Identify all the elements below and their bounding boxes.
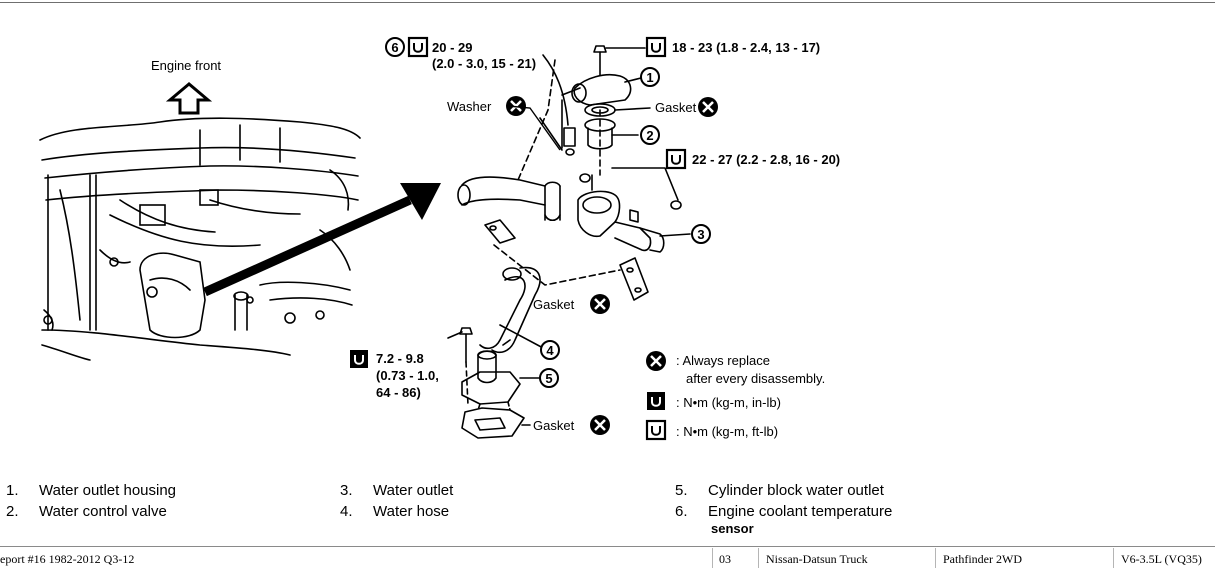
footer-section: 03 (719, 552, 731, 566)
legend-item-2: 2. Water control valve (6, 503, 167, 520)
callout-4: 4 (540, 340, 560, 360)
svg-text:3: 3 (697, 227, 704, 242)
torque-bolt-range-a: (0.73 - 1.0, (376, 368, 439, 383)
callout-6: 6 (385, 37, 405, 57)
gasket-top-replace-icon (698, 97, 718, 117)
pointer-arrow (203, 183, 441, 297)
torque-top-value: 18 - 23 (1.8 - 2.4, 13 - 17) (672, 40, 820, 55)
key-always-replace-b: after every disassembly. (686, 371, 825, 386)
legend-col-1: 1. Water outlet housing 2. Water control… (6, 482, 336, 522)
callout-1: 1 (640, 67, 660, 87)
svg-text:2: 2 (646, 128, 653, 143)
washer-leader (507, 105, 561, 151)
torque-bolt-value: 7.2 - 9.8 (376, 351, 424, 366)
legend-item-5: 5. Cylinder block water outlet (675, 482, 884, 499)
key-nm-ftlb: : N•m (kg-m, ft-lb) (676, 424, 778, 439)
key-always-replace: : Always replace (676, 353, 770, 368)
footer-model: Pathfinder 2WD (943, 552, 1022, 566)
engine-front-label: Engine front (151, 58, 221, 73)
footer-bar: eport #16 1982-2012 Q3-12 03 Nissan-Dats… (0, 546, 1215, 570)
engine-sketch (39, 117, 361, 361)
torque-ftlb-icon (645, 419, 667, 441)
gasket-mid-replace-icon (590, 294, 610, 314)
key-nm-inlb: : N•m (kg-m, in-lb) (676, 395, 781, 410)
washer-label: Washer (447, 99, 492, 114)
torque-sensor-range: (2.0 - 3.0, 15 - 21) (432, 56, 536, 71)
svg-text:5: 5 (545, 371, 552, 386)
callout-5: 5 (539, 368, 559, 388)
torque-ftlb-icon-top (645, 36, 667, 58)
torque-bolt-range-b: 64 - 86) (376, 385, 421, 400)
svg-text:6: 6 (391, 40, 398, 55)
legend-item-1: 1. Water outlet housing (6, 482, 177, 499)
torque-mid-value: 22 - 27 (2.2 - 2.8, 16 - 20) (692, 152, 840, 167)
torque-sensor-value: 20 - 29 (432, 40, 472, 55)
gasket-bottom-replace-icon (590, 415, 610, 435)
top-border (0, 2, 1215, 3)
footer-divider (935, 548, 936, 568)
replace-symbol-icon (646, 351, 666, 371)
svg-text:4: 4 (546, 343, 554, 358)
legend-item-4: 4. Water hose (340, 503, 450, 520)
exploded-parts (447, 45, 691, 439)
torque-inlb-icon-bolt (350, 350, 368, 368)
footer-source: eport #16 1982-2012 Q3-12 (0, 552, 135, 566)
legend-item-3: 3. Water outlet (340, 482, 454, 499)
gasket-label-mid: Gasket (533, 297, 575, 312)
engine-front-arrow (165, 82, 213, 115)
footer-make: Nissan-Datsun Truck (766, 552, 868, 566)
legend-item-6: 6. Engine coolant temperature (675, 503, 893, 520)
footer-divider (712, 548, 713, 568)
callout-3: 3 (691, 224, 711, 244)
footer-divider (1113, 548, 1114, 568)
footer-engine: V6-3.5L (VQ35) (1121, 552, 1202, 566)
callout-2: 2 (640, 125, 660, 145)
washer-replace-icon (506, 96, 526, 116)
gasket-label-top: Gasket (655, 100, 697, 115)
torque-ftlb-icon-mid (665, 148, 687, 170)
torque-ftlb-icon-sensor (407, 36, 429, 58)
footer-divider (758, 548, 759, 568)
exploded-diagram: 1 2 3 4 5 6 Engine front 20 - 29 (2.0 - … (39, 36, 840, 441)
torque-inlb-icon (647, 392, 665, 410)
legend-col-3: 5. Cylinder block water outlet 6. Engine… (675, 482, 1005, 538)
svg-text:1: 1 (646, 70, 653, 85)
gasket-label-bottom: Gasket (533, 418, 575, 433)
legend-col-2: 3. Water outlet 4. Water hose (340, 482, 670, 522)
legend-item-6-cont: sensor (711, 521, 754, 536)
